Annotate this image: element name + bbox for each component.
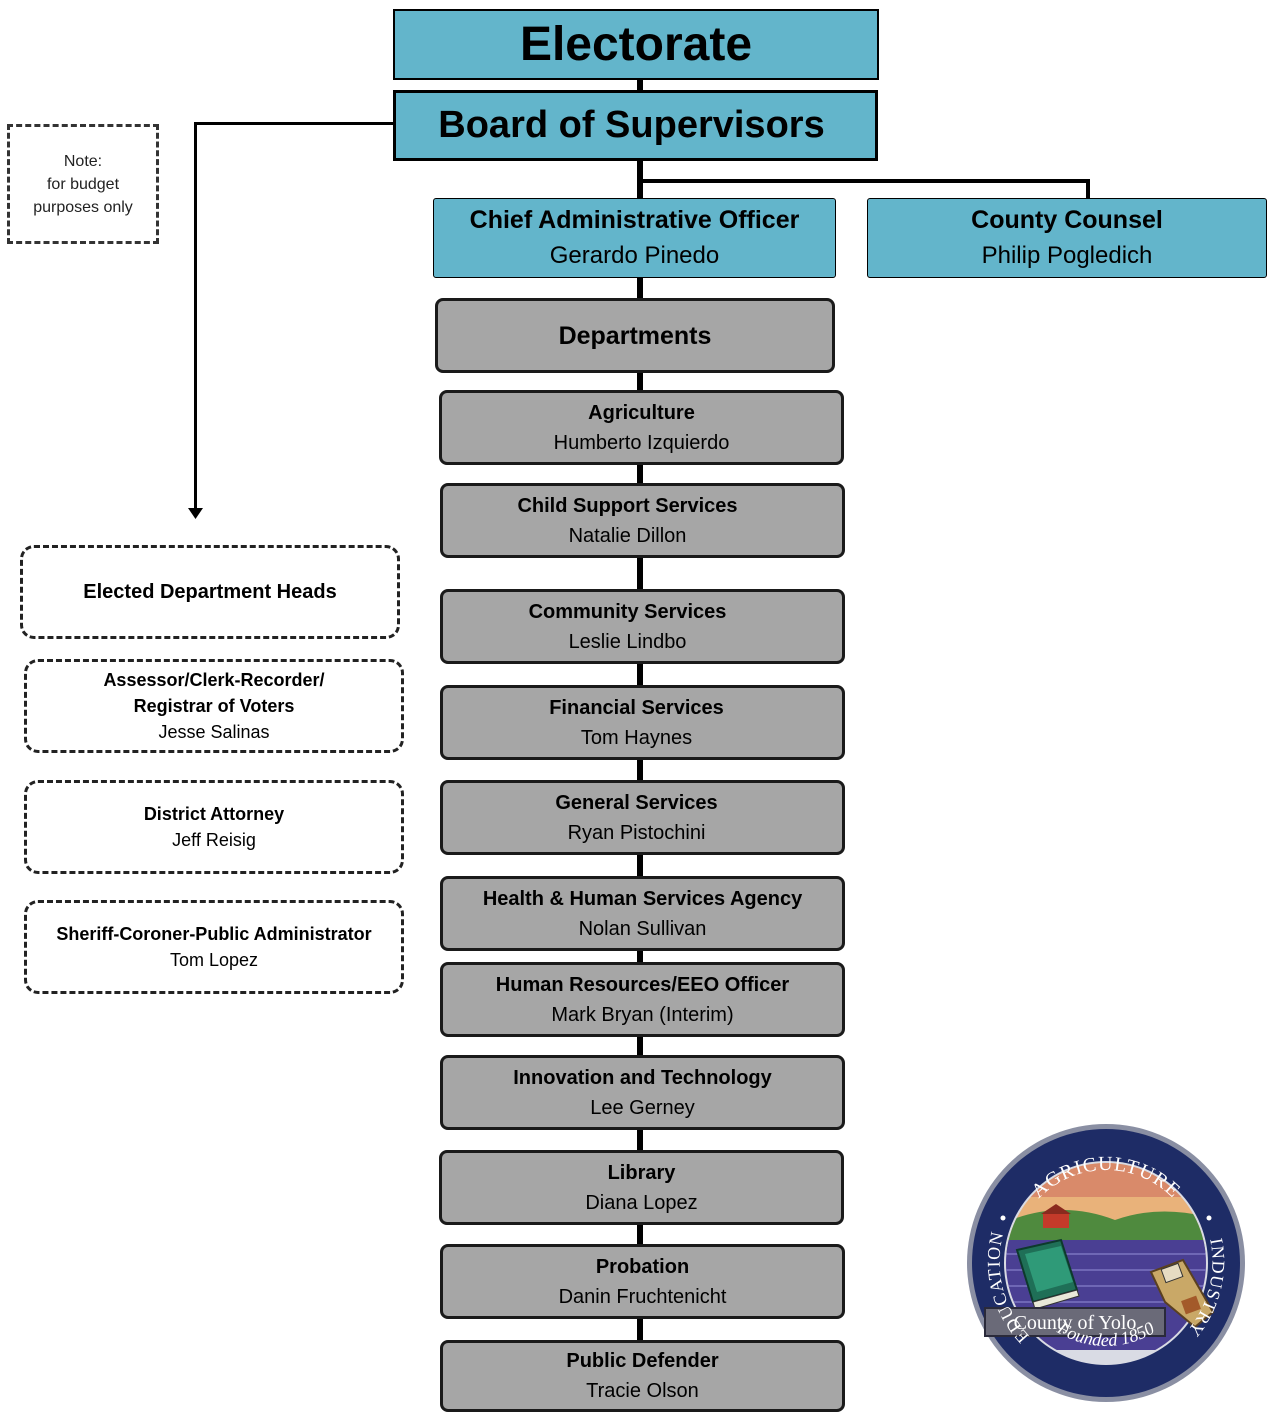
department-title: Probation: [595, 1255, 690, 1278]
department-title: Human Resources/EEO Officer: [495, 973, 790, 996]
counsel-title: County Counsel: [971, 206, 1163, 234]
department-title: Child Support Services: [517, 494, 738, 517]
department-head: Leslie Lindbo: [568, 630, 687, 653]
electorate-label: Electorate: [519, 18, 753, 71]
note-line-1: Note:: [63, 152, 103, 170]
sheriff-name: Tom Lopez: [169, 950, 259, 970]
board-box: Board of Supervisors: [393, 90, 878, 161]
department-head: Lee Gerney: [590, 1096, 695, 1119]
assessor-title-line-1: Assessor/Clerk-Recorder/: [103, 670, 325, 690]
department-head: Humberto Izquierdo: [553, 431, 730, 454]
elected-connector-h: [194, 122, 394, 125]
budget-note: Note: for budget purposes only: [7, 124, 159, 244]
department-box: Health & Human Services Agency Nolan Sul…: [440, 876, 845, 951]
department-box: Financial Services Tom Haynes: [440, 685, 845, 760]
department-head: Danin Fruchtenicht: [558, 1285, 727, 1308]
department-title: Public Defender: [566, 1350, 719, 1372]
department-box: Community Services Leslie Lindbo: [440, 589, 845, 664]
department-head: Tracie Olson: [586, 1380, 699, 1402]
counsel-connector-v: [1086, 179, 1090, 199]
ship-icon: [1149, 1258, 1215, 1329]
seal-banner-text: County of Yolo: [1014, 1312, 1137, 1334]
district-attorney-box: District Attorney Jeff Reisig: [24, 780, 404, 874]
department-box: Child Support Services Natalie Dillon: [440, 483, 845, 558]
arrowhead-icon: [188, 508, 203, 519]
electorate-box: Electorate: [393, 9, 879, 80]
assessor-box: Assessor/Clerk-Recorder/ Registrar of Vo…: [24, 659, 404, 753]
department-title: Community Services: [528, 600, 727, 623]
cao-name: Gerardo Pinedo: [549, 242, 720, 269]
counsel-name: Philip Pogledich: [981, 242, 1153, 269]
district-attorney-title: District Attorney: [143, 804, 285, 824]
assessor-title-line-2: Registrar of Voters: [133, 696, 295, 716]
board-label: Board of Supervisors: [438, 104, 825, 146]
department-title: Innovation and Technology: [513, 1066, 772, 1089]
sheriff-box: Sheriff-Coroner-Public Administrator Tom…: [24, 900, 404, 994]
department-head: Tom Haynes: [580, 726, 693, 749]
sheriff-title: Sheriff-Coroner-Public Administrator: [56, 924, 372, 944]
department-head: Diana Lopez: [585, 1191, 698, 1214]
department-box: Probation Danin Fruchtenicht: [440, 1244, 845, 1319]
cao-box: Chief Administrative Officer Gerardo Pin…: [433, 198, 836, 278]
elected-header: Elected Department Heads: [83, 581, 337, 603]
county-seal-logo: County of Yolo AGRICULTURE EDUCATION IND…: [967, 1124, 1245, 1402]
note-line-3: purposes only: [33, 198, 133, 216]
department-box: Innovation and Technology Lee Gerney: [440, 1055, 845, 1130]
department-title: Health & Human Services Agency: [482, 887, 803, 910]
department-box: Public Defender Tracie Olson: [440, 1340, 845, 1412]
department-title: Library: [607, 1161, 676, 1184]
cao-title: Chief Administrative Officer: [469, 206, 800, 234]
department-head: Ryan Pistochini: [567, 821, 706, 844]
elected-header-box: Elected Department Heads: [20, 545, 400, 639]
department-title: Financial Services: [549, 696, 724, 719]
department-box: Library Diana Lopez: [439, 1150, 844, 1225]
department-box: Human Resources/EEO Officer Mark Bryan (…: [440, 962, 845, 1037]
department-box: General Services Ryan Pistochini: [440, 780, 845, 855]
book-icon: [1015, 1238, 1080, 1310]
departments-header-box: Departments: [435, 298, 835, 373]
department-title: Agriculture: [588, 401, 695, 424]
departments-header: Departments: [558, 321, 712, 350]
department-head: Mark Bryan (Interim): [551, 1003, 734, 1026]
note-line-2: for budget: [46, 175, 120, 193]
counsel-connector-h: [640, 179, 1090, 183]
district-attorney-name: Jeff Reisig: [172, 830, 256, 850]
department-title: General Services: [555, 791, 718, 814]
counsel-box: County Counsel Philip Pogledich: [867, 198, 1267, 278]
department-head: Nolan Sullivan: [578, 917, 707, 940]
assessor-name: Jesse Salinas: [158, 722, 270, 742]
department-box: Agriculture Humberto Izquierdo: [439, 390, 844, 465]
department-head: Natalie Dillon: [568, 524, 687, 547]
elected-connector-v: [194, 122, 197, 510]
